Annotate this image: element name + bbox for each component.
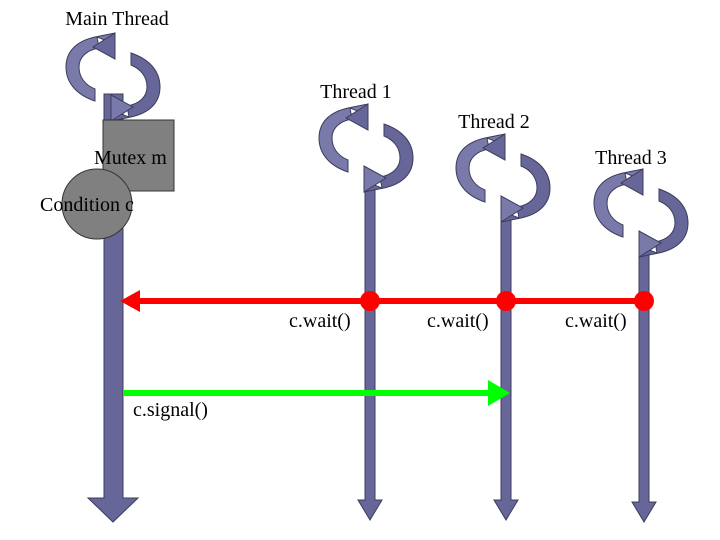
signal-label: c.signal() bbox=[133, 399, 208, 421]
signal-line-arrowhead bbox=[488, 380, 510, 406]
wait-label-thread-1: c.wait() bbox=[289, 310, 351, 332]
circular-arrows-icon bbox=[318, 103, 414, 193]
wait-point-thread-1 bbox=[360, 291, 380, 311]
thread-3-label: Thread 3 bbox=[595, 147, 667, 169]
thread-1-timeline-arrow bbox=[357, 179, 383, 521]
wait-label-thread-2: c.wait() bbox=[427, 310, 489, 332]
condition-circle bbox=[61, 168, 133, 240]
condition: Condition c bbox=[40, 168, 134, 240]
thread-3-timeline-arrow bbox=[631, 247, 657, 523]
wait-line: c.wait() c.wait() c.wait() bbox=[120, 290, 654, 332]
thread-3: Thread 3 bbox=[593, 147, 689, 523]
wait-label-thread-3: c.wait() bbox=[565, 310, 627, 332]
thread-1-label: Thread 1 bbox=[320, 81, 392, 103]
wait-point-thread-2 bbox=[496, 291, 516, 311]
mutex-label: Mutex m bbox=[94, 147, 167, 169]
condition-label: Condition c bbox=[40, 194, 134, 216]
circular-arrows-icon bbox=[593, 168, 689, 258]
thread-2-timeline-arrow bbox=[493, 209, 519, 521]
circular-arrows-icon bbox=[455, 133, 551, 223]
thread-2-label: Thread 2 bbox=[458, 111, 530, 133]
main-thread: Main Thread bbox=[65, 8, 169, 523]
circular-arrows-icon bbox=[65, 32, 161, 122]
thread-1: Thread 1 bbox=[318, 81, 414, 521]
wait-line-arrowhead bbox=[120, 290, 140, 312]
wait-point-thread-3 bbox=[634, 291, 654, 311]
signal-line: c.signal() bbox=[123, 380, 510, 421]
main-thread-label: Main Thread bbox=[65, 8, 169, 30]
thread-2: Thread 2 bbox=[455, 111, 551, 521]
